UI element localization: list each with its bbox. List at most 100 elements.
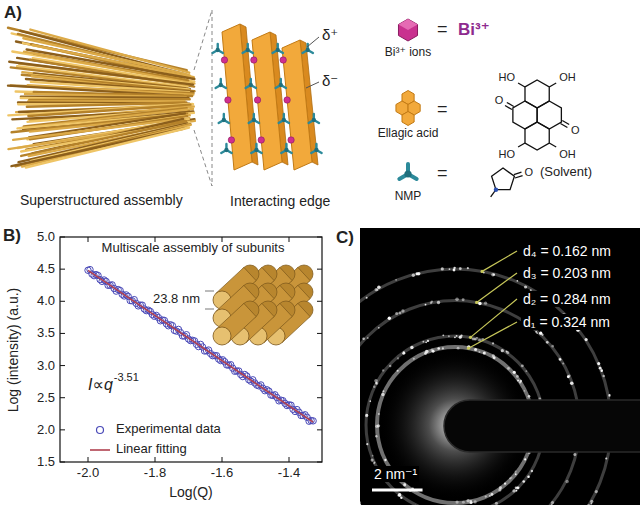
- rod: [21, 121, 186, 156]
- diffraction-spot: [417, 272, 420, 275]
- diffraction-spot: [535, 331, 537, 333]
- diffraction-spot: [425, 342, 427, 344]
- diffraction-spot: [417, 273, 419, 275]
- diffraction-spot: [565, 480, 568, 483]
- diffraction-spot: [559, 358, 561, 360]
- panel-letter: C): [336, 228, 354, 248]
- diffraction-spot: [455, 298, 459, 302]
- bond: [505, 106, 512, 110]
- legend-item: Linear fitting: [116, 442, 187, 457]
- diffraction-spot: [531, 470, 533, 472]
- diffraction-spot: [453, 269, 456, 272]
- nmp-center: [222, 118, 226, 122]
- tick-mark: [60, 301, 65, 302]
- diffraction-spot: [437, 347, 440, 350]
- nmp-center: [224, 148, 228, 152]
- diffraction-spot: [602, 375, 604, 377]
- bond: [549, 83, 556, 87]
- bi-ion: [228, 137, 234, 143]
- diffraction-spot: [541, 334, 543, 336]
- leader-line: [307, 37, 319, 47]
- leader-dot: [475, 301, 478, 304]
- diffraction-spot: [432, 350, 435, 353]
- legend-text: Experimental data: [116, 421, 221, 436]
- diffraction-spot: [474, 500, 477, 503]
- diffraction-spot: [510, 477, 512, 479]
- diffraction-spot: [484, 302, 487, 305]
- nmp-center: [279, 83, 283, 87]
- tick-mark: [60, 429, 65, 430]
- legend-sample: [90, 449, 110, 451]
- diffraction-spot: [515, 473, 517, 475]
- tick-label: -2.0: [77, 466, 99, 481]
- tick-label: 4.0: [37, 294, 55, 309]
- dimension-label: 23.8 nm: [151, 292, 202, 307]
- diffraction-spot: [551, 501, 554, 504]
- atom-label: OH: [559, 147, 576, 160]
- diffraction-spot: [597, 362, 600, 365]
- diffraction-spot: [413, 358, 415, 360]
- diffraction-spot: [403, 351, 405, 353]
- diffraction-spot: [401, 309, 404, 312]
- diffraction-spot: [376, 289, 378, 291]
- diffraction-spot: [382, 390, 384, 392]
- ellagic-icon: [402, 112, 414, 126]
- atom-label: OH: [559, 70, 576, 83]
- tick-label: 4.5: [37, 262, 55, 277]
- diffraction-spot: [551, 345, 554, 348]
- diffraction-spot: [360, 501, 361, 504]
- caption-label: Interacting edge: [230, 193, 330, 209]
- diffraction-spot: [374, 462, 376, 464]
- equals-sign: =: [437, 99, 448, 120]
- diffraction-spot: [528, 395, 531, 398]
- tick-mark: [60, 397, 65, 398]
- bi-ion: [280, 57, 286, 63]
- tick-mark: [289, 457, 290, 462]
- note-label: (Solvent): [540, 165, 592, 180]
- legend-text: Linear fitting: [116, 441, 187, 456]
- diffraction-spot: [513, 371, 516, 374]
- diffraction-spot: [372, 455, 374, 457]
- diffraction-spot: [517, 380, 519, 382]
- legend-icons: [396, 19, 420, 179]
- atom-label: O: [571, 124, 580, 137]
- tick-mark: [317, 333, 322, 334]
- atom-label: O: [524, 165, 533, 178]
- diffraction-spot: [375, 382, 378, 385]
- diffraction-spot: [462, 501, 465, 504]
- leader-dot: [469, 336, 472, 339]
- nmp-center: [312, 118, 316, 122]
- charge-label: δ⁺: [322, 26, 338, 43]
- leader-line: [477, 273, 517, 302]
- ellagic-sheet: [222, 24, 252, 170]
- diffraction-spot: [476, 337, 478, 339]
- rod: [19, 123, 188, 162]
- tick-mark: [60, 237, 65, 238]
- diffraction-spot: [378, 327, 380, 329]
- fit-line: [88, 270, 313, 422]
- diffraction-spot: [374, 379, 378, 383]
- tick-mark: [88, 237, 89, 242]
- nmp-center: [284, 148, 288, 152]
- bond: [507, 102, 514, 106]
- diffraction-spot: [378, 413, 380, 415]
- diffraction-spot: [412, 274, 415, 277]
- diffraction-spot: [437, 301, 440, 304]
- diffraction-spot: [400, 497, 402, 499]
- diffraction-spot: [449, 268, 451, 270]
- tick-mark: [317, 365, 322, 366]
- diffraction-spot: [524, 458, 526, 460]
- tick-label: -1.6: [211, 466, 233, 481]
- diffraction-spot: [492, 342, 494, 344]
- bond: [518, 83, 525, 87]
- tick-mark: [88, 457, 89, 462]
- rod: [26, 128, 189, 168]
- diffraction-spot: [410, 346, 413, 349]
- diffraction-spot: [375, 382, 377, 384]
- equals-sign: =: [437, 163, 448, 184]
- diffraction-spot: [521, 364, 524, 367]
- legend-label: NMP: [395, 190, 422, 204]
- diffraction-spot: [427, 340, 429, 342]
- rod-stack: [205, 265, 313, 345]
- diffraction-spot: [467, 267, 469, 269]
